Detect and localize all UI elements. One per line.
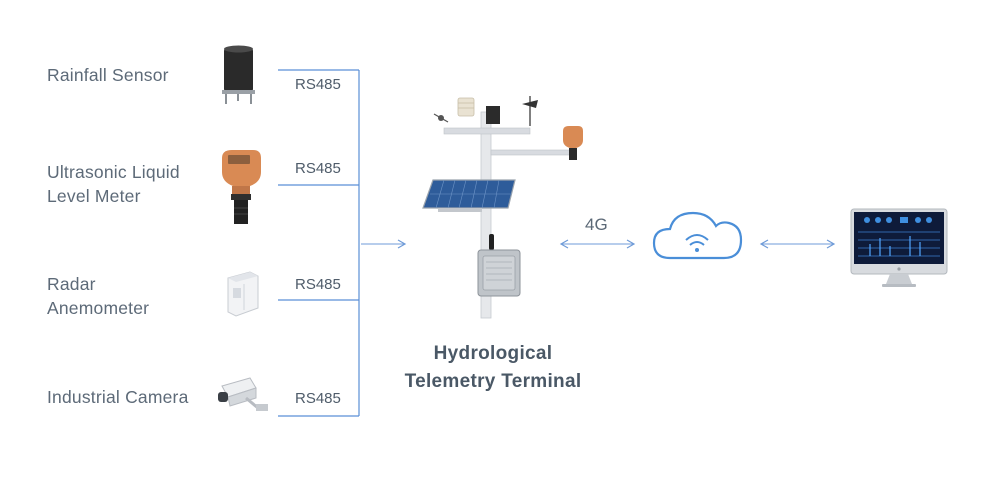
- terminal-title-line1: Hydrological: [433, 343, 553, 364]
- desktop-monitor-icon: [850, 208, 948, 287]
- radar-anemometer-icon: [227, 271, 259, 317]
- bus-lines: [278, 69, 360, 417]
- bus-label-4: RS485: [295, 390, 341, 407]
- bus-label-1: RS485: [295, 76, 341, 93]
- terminal-title: Hydrological Telemetry Terminal: [392, 340, 594, 396]
- sensor-label-rainfall: Rainfall Sensor: [47, 65, 169, 85]
- rain-gauge-icon: [222, 45, 255, 104]
- weather-station-pole-icon: [422, 96, 583, 319]
- cloud-wifi-icon: [652, 211, 743, 260]
- ultrasonic-level-meter-icon: [222, 150, 261, 224]
- bus-label-2: RS485: [295, 160, 341, 177]
- sensor-label-radar: Radar Anemometer: [47, 274, 150, 318]
- sensor-label-camera: Industrial Camera: [47, 387, 189, 407]
- sensor-label-ultrasonic: Ultrasonic Liquid Level Meter: [47, 162, 180, 206]
- network-link-label: 4G: [585, 215, 608, 234]
- industrial-camera-icon: [218, 377, 268, 411]
- terminal-title-line2: Telemetry Terminal: [404, 371, 582, 392]
- bus-label-3: RS485: [295, 276, 341, 293]
